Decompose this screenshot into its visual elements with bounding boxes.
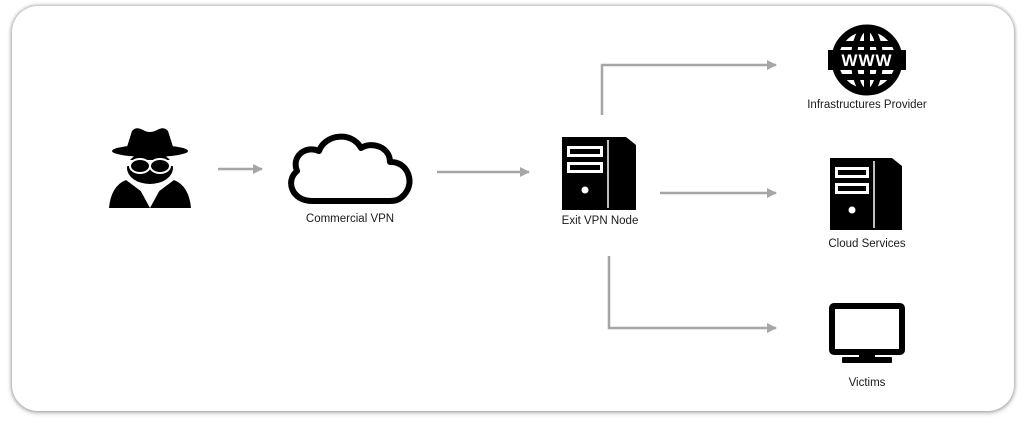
www-globe-icon: WWW bbox=[828, 24, 906, 96]
arrow-exit-to-victims bbox=[607, 256, 777, 333]
server-icon bbox=[830, 158, 902, 230]
node-label-infrastructures-provider: Infrastructures Provider bbox=[807, 99, 927, 111]
svg-text:WWW: WWW bbox=[841, 51, 892, 70]
monitor-icon bbox=[829, 303, 905, 363]
node-label-commercial-vpn: Commercial VPN bbox=[305, 213, 395, 225]
node-label-cloud-services: Cloud Services bbox=[828, 238, 906, 250]
node-label-victims: Victims bbox=[848, 377, 886, 389]
spy-glasses-icon bbox=[126, 158, 174, 174]
cloud-icon bbox=[288, 133, 413, 204]
node-label-exit-vpn-node: Exit VPN Node bbox=[561, 215, 639, 227]
server-icon bbox=[562, 137, 636, 210]
arrow-exit-to-infra bbox=[600, 60, 777, 115]
